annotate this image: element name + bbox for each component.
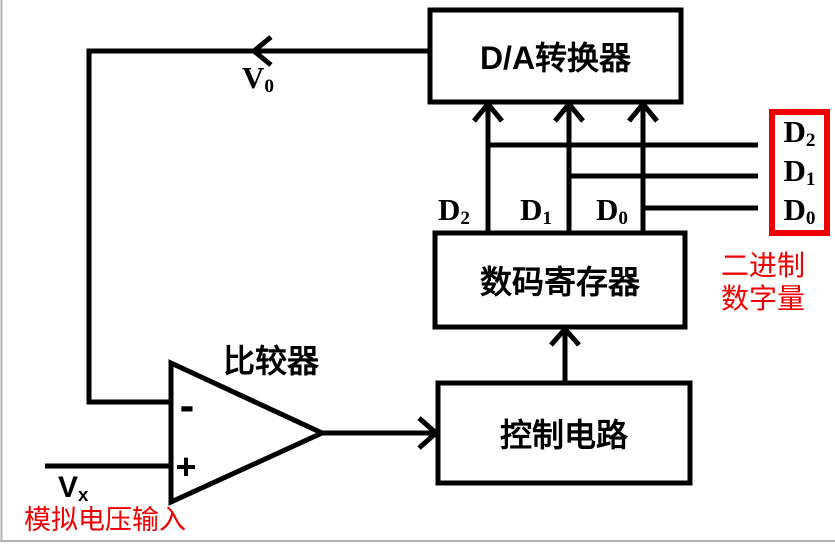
- binary-note-line1: 二进制: [721, 250, 806, 281]
- register-label: 数码寄存器: [479, 264, 640, 300]
- dac-box: [427, 7, 684, 105]
- comparator-minus-sign: -: [179, 381, 195, 430]
- bus-label-d1: D1: [520, 194, 552, 228]
- out-label-d2: D2: [784, 116, 816, 150]
- out-d1-base: D: [783, 153, 806, 189]
- out-d2-sub: 2: [805, 130, 816, 152]
- bus-d0-base: D: [596, 192, 619, 227]
- dac-label: D/A转换器: [479, 40, 632, 76]
- bus-d1-base: D: [520, 192, 543, 227]
- binary-output-note: 二进制 数字量: [721, 249, 805, 315]
- bus-d2-sub: 2: [460, 208, 470, 230]
- v0-sub: 0: [264, 76, 274, 98]
- out-d2-base: D: [783, 114, 806, 150]
- binary-note-line2: 数字量: [721, 283, 806, 314]
- comparator-triangle: [168, 359, 328, 506]
- binary-output-highlight-box: [769, 109, 830, 236]
- out-d1-sub: 1: [805, 169, 816, 191]
- v0-label: V0: [242, 62, 274, 96]
- comparator-label: 比较器: [222, 343, 319, 379]
- vx-label: Vx: [58, 473, 88, 505]
- out-label-d0: D0: [784, 194, 816, 228]
- bus-d1-sub: 1: [542, 208, 552, 230]
- feedback-line: [86, 48, 430, 405]
- bus-label-d0: D0: [596, 194, 628, 228]
- register-box: [432, 230, 688, 330]
- out-label-d1: D1: [784, 155, 816, 189]
- out-d0-sub: 0: [805, 208, 816, 230]
- bus-label-d2: D2: [438, 194, 470, 228]
- control-box: [435, 380, 693, 486]
- comparator-plus-sign: +: [175, 446, 197, 487]
- bus-d0-sub: 0: [618, 208, 628, 230]
- vx-base: V: [58, 471, 79, 504]
- v0-base: V: [242, 60, 265, 95]
- vx-sub: x: [78, 484, 89, 506]
- bus-d2-base: D: [438, 192, 461, 227]
- analog-input-note: 模拟电压输入: [24, 505, 186, 535]
- control-label: 控制电路: [499, 417, 628, 453]
- binary-output-labels: D2 D1 D0: [772, 112, 827, 233]
- feedback-left-arrowhead-icon: [250, 35, 273, 67]
- out-d0-base: D: [783, 192, 806, 228]
